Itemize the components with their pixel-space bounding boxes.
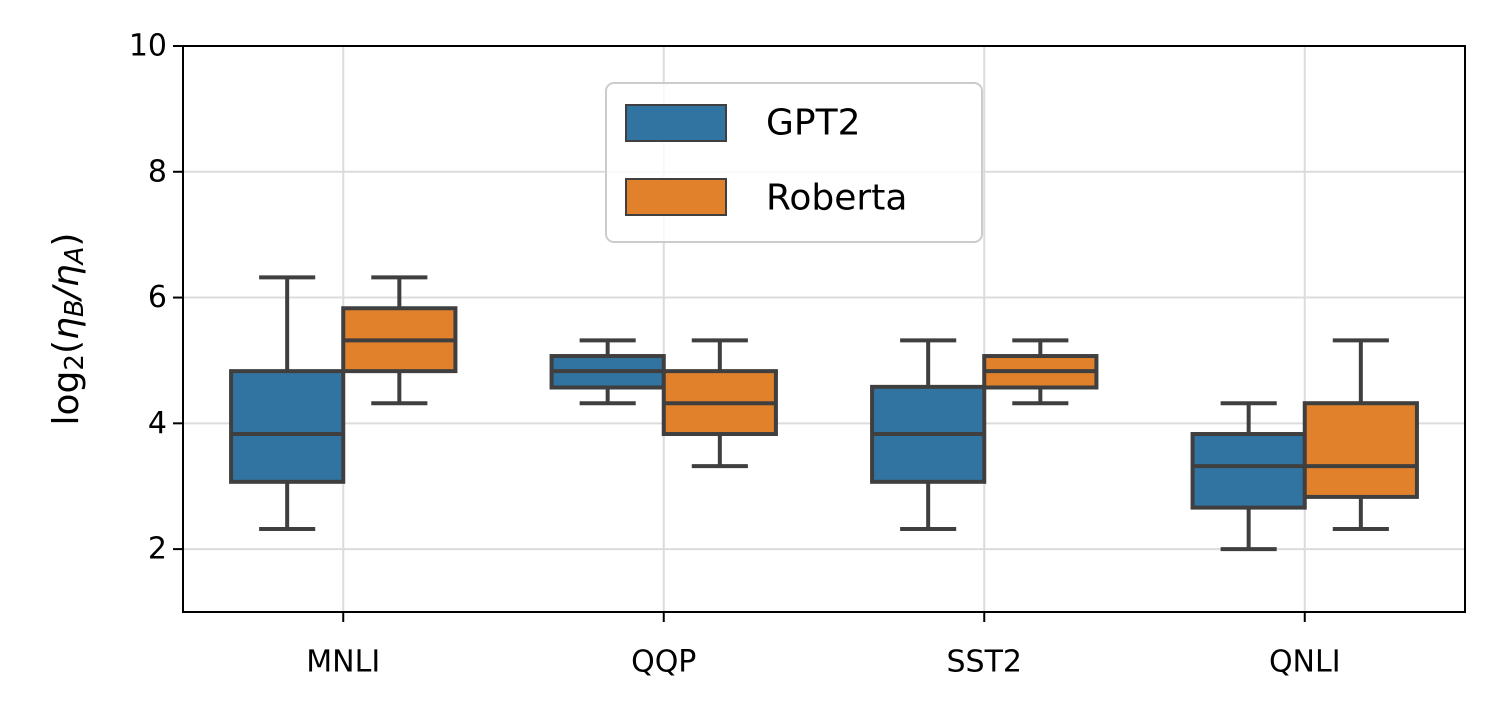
- y-tick-label: 8: [148, 154, 167, 189]
- box-gpt2-qnli: [1190, 401, 1307, 552]
- boxes: [229, 275, 1419, 552]
- box-iqr: [1190, 432, 1307, 510]
- x-tick-label-sst2: SST2: [947, 645, 1023, 680]
- box-roberta-sst2: [982, 338, 1099, 406]
- box-iqr: [1302, 401, 1419, 499]
- x-tick-label-qqp: QQP: [631, 645, 696, 680]
- x-tick-label-mnli: MNLI: [306, 645, 380, 680]
- y-tick-label: 6: [148, 280, 167, 315]
- box-roberta-mnli: [341, 275, 458, 406]
- y-tick-label: 2: [148, 532, 167, 567]
- legend-label-gpt2: GPT2: [766, 103, 861, 144]
- box-iqr: [229, 369, 346, 484]
- box-gpt2-sst2: [870, 338, 987, 531]
- y-tick-label: 10: [129, 29, 167, 64]
- y-axis-title: log2(ηB/ηA): [46, 233, 91, 426]
- x-tick-label-qnli: QNLI: [1269, 645, 1341, 680]
- legend-swatch-gpt2: [625, 104, 727, 142]
- box-roberta-qnli: [1302, 338, 1419, 531]
- y-axis-label: log2(ηB/ηA): [46, 233, 91, 426]
- legend-label-roberta: Roberta: [766, 178, 907, 219]
- box-roberta-qqp: [661, 338, 778, 469]
- y-tick-label: 4: [148, 406, 167, 441]
- legend: GPT2 Roberta: [605, 82, 983, 243]
- legend-swatch-roberta: [625, 178, 727, 216]
- plot-frame: [182, 45, 1466, 613]
- box-gpt2-mnli: [229, 275, 346, 531]
- box-gpt2-qqp: [549, 338, 666, 406]
